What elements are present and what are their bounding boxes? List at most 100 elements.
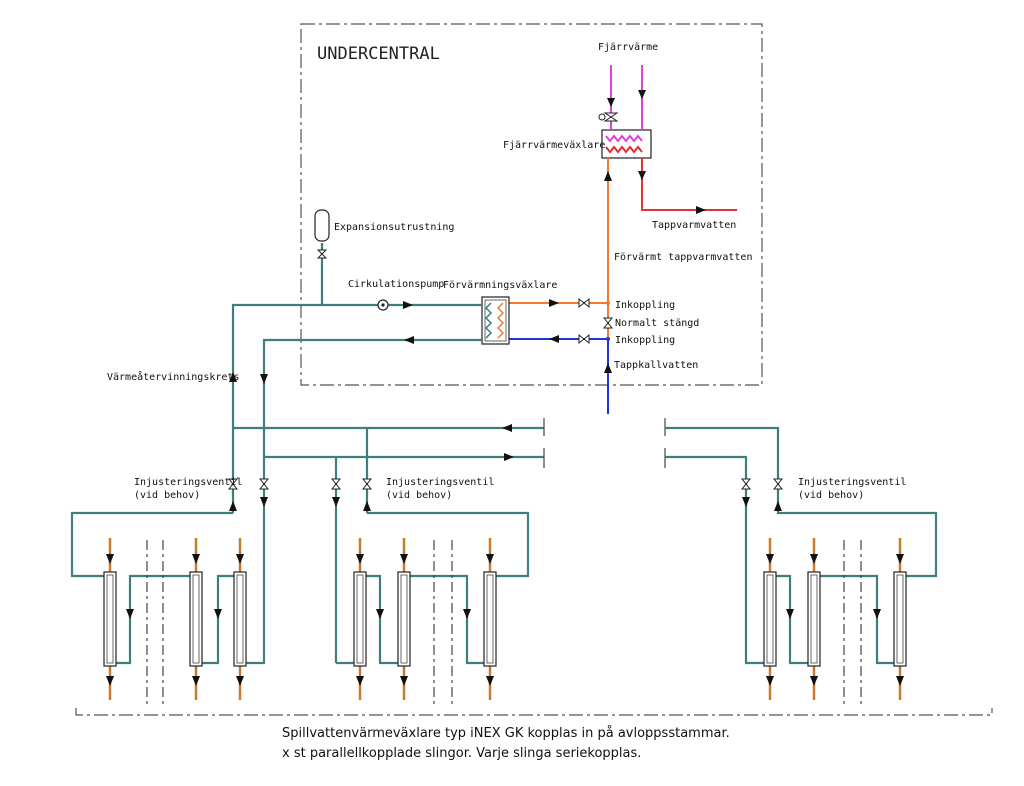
district-heating-group: Fjärrvärme Fjärrvärmeväxlare [503, 42, 658, 159]
arrow-down-icon [638, 171, 646, 180]
injusteringsventil-icon [772, 478, 784, 490]
arrow-right-icon [696, 206, 706, 214]
arrow-down-icon [873, 609, 881, 619]
fjarrvarme-label: Fjärrvärme [598, 42, 658, 53]
arrow-right-icon [549, 299, 559, 307]
left-branch: Injusteringsventil (vid behov) [70, 477, 270, 665]
zigzag-coil-icon [605, 145, 643, 154]
arrow-down-icon [400, 554, 408, 564]
tappvarmvatten-label: Tappvarmvatten [652, 220, 736, 231]
shutoff-valve-icon [578, 297, 590, 309]
injusteringsventil-label-3: Injusteringsventil [798, 477, 906, 488]
arrow-down-icon [810, 554, 818, 564]
vid-behov-label-3: (vid behov) [798, 490, 864, 501]
spillvatten-exchanger [807, 571, 821, 667]
forvarmningsvaxlare-label: Förvärmningsväxlare [443, 280, 557, 291]
spillvatten-exchanger [763, 571, 777, 667]
arrow-down-icon [638, 90, 646, 99]
vid-behov-label-1: (vid behov) [134, 490, 200, 501]
zigzag-coil-icon [496, 302, 505, 339]
injusteringsventil-label-2: Injusteringsventil [386, 477, 494, 488]
junction-dot [606, 337, 610, 341]
arrow-down-icon [766, 676, 774, 686]
arrow-down-icon [106, 554, 114, 564]
forvarmningsvaxlare-exchanger [481, 296, 510, 345]
arrow-up-icon [604, 363, 612, 373]
arrow-right-icon [504, 453, 514, 461]
arrow-left-icon [502, 424, 512, 432]
normalt-stangd-valve-icon [602, 317, 614, 329]
expansionsutrustning-label: Expansionsutrustning [334, 222, 454, 233]
vid-behov-label-2: (vid behov) [386, 490, 452, 501]
arrow-down-icon [766, 554, 774, 564]
footnote-line-2: x st parallellkopplade slingor. Varje sl… [282, 746, 641, 761]
arrow-down-icon [192, 554, 200, 564]
footnote-line-1: Spillvattenvärmeväxlare typ iNEX GK kopp… [282, 726, 730, 741]
arrow-down-icon [376, 609, 384, 619]
arrow-right-icon [403, 301, 413, 309]
arrow-up-icon [604, 171, 612, 181]
spillvatten-exchanger [103, 571, 117, 667]
arrow-down-icon [896, 554, 904, 564]
arrow-up-icon [229, 501, 237, 511]
spillvatten-exchanger [189, 571, 203, 667]
undercentral-title: UNDERCENTRAL [317, 44, 440, 64]
arrow-down-icon [260, 374, 268, 384]
arrow-down-icon [126, 609, 134, 619]
arrow-up-icon [363, 501, 371, 511]
zigzag-coil-icon [605, 134, 643, 143]
arrow-down-icon [332, 497, 340, 507]
arrow-down-icon [400, 676, 408, 686]
arrow-down-icon [810, 676, 818, 686]
normalt-stangd-label: Normalt stängd [615, 318, 699, 329]
shutoff-valve-icon [740, 478, 752, 490]
junction-dot [606, 301, 610, 305]
injusteringsventil-label-1: Injusteringsventil [134, 477, 242, 488]
arrow-up-icon [229, 372, 237, 382]
arrow-down-icon [896, 676, 904, 686]
arrow-down-icon [742, 497, 750, 507]
spillvatten-exchanger [353, 571, 367, 667]
expansion-tank-icon [314, 209, 330, 242]
inkoppling-label-2: Inkoppling [615, 335, 675, 346]
cirkulationspump-label: Cirkulationspump [348, 279, 444, 290]
shutoff-valve-icon [316, 249, 328, 259]
arrow-up-icon [774, 501, 782, 511]
zigzag-coil-icon [484, 302, 493, 339]
arrow-down-icon [356, 676, 364, 686]
arrow-down-icon [486, 554, 494, 564]
arrow-down-icon [786, 609, 794, 619]
shutoff-valve-icon [258, 478, 270, 490]
middle-branch: Injusteringsventil (vid behov) [330, 428, 530, 665]
arrow-down-icon [214, 609, 222, 619]
shutoff-valve-icon [578, 333, 590, 345]
arrow-down-icon [236, 554, 244, 564]
inkoppling-label-1: Inkoppling [615, 300, 675, 311]
shutoff-valve-icon [330, 478, 342, 490]
arrow-down-icon [236, 676, 244, 686]
arrow-down-icon [463, 609, 471, 619]
fjarrvarmevaxlare-exchanger [601, 129, 652, 159]
fjarrvarmevaxlare-label: Fjärrvärmeväxlare [503, 140, 605, 151]
spillvatten-exchanger [397, 571, 411, 667]
arrow-down-icon [356, 554, 364, 564]
tappvarmvatten-pipe [641, 158, 737, 211]
circuit-supply-pipe [231, 303, 482, 513]
injusteringsventil-icon [227, 478, 239, 490]
varmeatervinningskrets-label: Värmeåtervinningskrets [107, 370, 239, 383]
right-branch: Injusteringsventil (vid behov) [665, 426, 938, 665]
footnote-bracket [75, 708, 993, 716]
undercentral-boundary [300, 23, 763, 386]
arrow-down-icon [106, 676, 114, 686]
control-valve-icon [598, 112, 619, 122]
arrow-down-icon [607, 98, 615, 107]
arrow-down-icon [260, 497, 268, 507]
arrow-left-icon [404, 336, 414, 344]
injusteringsventil-icon [361, 478, 373, 490]
spillvatten-exchanger [483, 571, 497, 667]
arrow-down-icon [192, 676, 200, 686]
arrow-left-icon [549, 335, 559, 343]
forvarmt-tappvarmvatten-label: Förvärmt tappvarmvatten [614, 252, 752, 263]
arrow-down-icon [486, 676, 494, 686]
tappkallvatten-label: Tappkallvatten [614, 360, 698, 371]
